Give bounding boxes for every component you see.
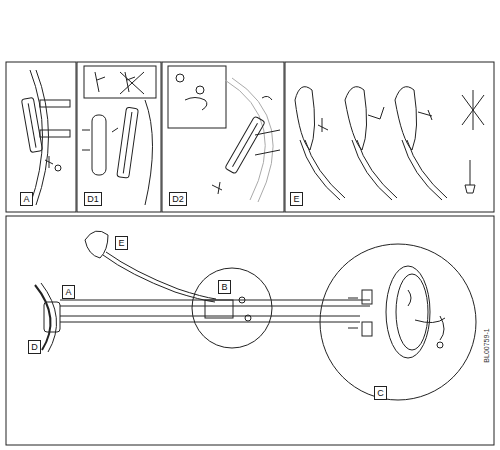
callout-circle: [239, 297, 245, 303]
panel-letter-box: B: [218, 280, 231, 294]
callout-circle: [245, 315, 251, 321]
panel-frame: [285, 62, 494, 212]
wrong-mark: [462, 90, 484, 130]
base-arc-ghost: [225, 80, 265, 200]
screw: [212, 182, 222, 194]
base-disc: [396, 274, 428, 350]
base-arc-ghost: [232, 78, 273, 202]
bulb-detail: [465, 160, 475, 193]
shade-step: [295, 87, 345, 200]
shade: [85, 231, 108, 258]
callout-circle: [196, 86, 204, 94]
tube: [255, 130, 280, 155]
panel-frame: [162, 62, 284, 212]
base-arc: [145, 100, 153, 205]
arrow-mark: [348, 298, 358, 328]
clip: [262, 96, 272, 100]
callout-circle: [437, 342, 443, 348]
panel-letter-box: A: [20, 192, 33, 206]
panel-letter: D1: [87, 195, 99, 204]
arrow-mark: [82, 128, 118, 150]
panel-letter-box: C: [374, 386, 387, 400]
panel-letter-box: E: [115, 236, 128, 250]
connector-block: [205, 300, 233, 318]
lamp-head: [44, 302, 60, 332]
panel-letter-box: E: [290, 192, 303, 206]
panel-letter: E: [118, 239, 124, 248]
drawing-number: BL00759-1: [482, 328, 489, 362]
detail-circle: [320, 244, 476, 400]
callout-circle: [176, 74, 184, 82]
wrong-mark: [120, 72, 144, 94]
panel-letter-box: D: [28, 340, 41, 354]
panel-letter-box: D2: [169, 192, 187, 206]
tube: [40, 130, 70, 137]
flex-arm: [106, 252, 216, 299]
clip: [185, 98, 207, 111]
tube-cylinder: [92, 115, 106, 175]
base-arc: [41, 283, 57, 352]
panel-letter: D2: [172, 195, 184, 204]
panel-letter-box: D1: [84, 192, 102, 206]
panel-letter: B: [221, 283, 227, 292]
panel-frame: [77, 62, 161, 212]
cable: [408, 290, 445, 340]
panel-frame: [6, 216, 494, 445]
shade-step: [395, 87, 447, 200]
shade-step: [345, 87, 397, 200]
panel-letter: C: [377, 389, 384, 398]
lamp-head: [21, 97, 42, 152]
screw: [45, 156, 53, 168]
panel-frame: [6, 62, 76, 212]
washer: [55, 165, 61, 171]
panel-letter: A: [23, 195, 29, 204]
lamp-head: [225, 116, 265, 174]
inset-box: [84, 66, 156, 98]
inset-box: [168, 66, 226, 128]
panel-letter: E: [293, 195, 299, 204]
base-disc: [386, 266, 430, 358]
panel-letter: D: [31, 343, 38, 352]
panel-letter-box: A: [62, 285, 75, 299]
lamp-head: [117, 107, 139, 178]
tube: [60, 300, 370, 322]
panel-letter: A: [65, 288, 71, 297]
plug-detail: [95, 72, 105, 92]
tube: [40, 100, 70, 107]
tube-end: [362, 322, 372, 336]
detail-circle: [192, 268, 272, 348]
tube-end: [362, 290, 372, 304]
